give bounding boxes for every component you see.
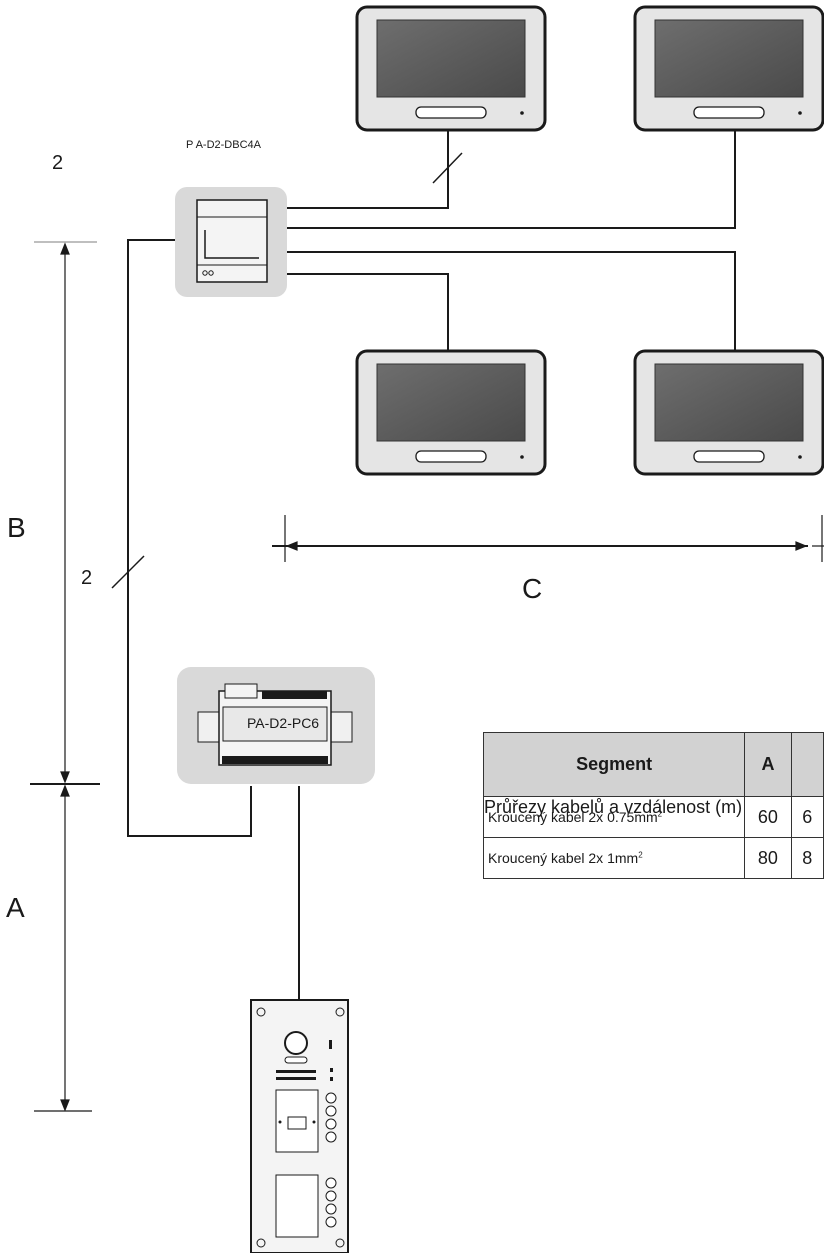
pc6-power-supply [177,667,375,784]
row-value-a: 80 [744,837,792,879]
dbc-distributor [175,187,287,297]
table-header-row: Segment A [482,732,824,797]
cable-table: Segment A Kroucený kabel 2x 0.75mm2 60 6… [482,732,824,879]
row-value-a: 60 [744,796,792,838]
wires [127,128,736,1000]
header-b [790,732,824,797]
outdoor-station [250,999,349,1253]
pc6-model-label: PA-D2-PC6 [247,715,320,731]
wire-count-mid: 2 [81,567,93,589]
dimension-a-label: A [6,892,25,923]
header-a: A [744,732,792,797]
row-value-b: 8 [790,837,824,879]
table-row: Kroucený kabel 2x 1mm2 80 8 [482,837,824,879]
wire-count-top: 2 [52,152,64,174]
table-row: Kroucený kabel 2x 0.75mm2 60 6 [482,796,824,838]
dimension-c-label: C [522,573,543,604]
row-value-b: 6 [790,796,824,838]
wire-slash-mid [111,555,145,589]
dbc-model-label: P A-D2-DBC4A [186,139,261,151]
dimension-lines [30,241,824,1112]
monitors [355,5,824,476]
wire-slash-top [432,152,463,184]
dimension-b-label: B [7,512,26,543]
row-segment: Kroucený kabel 2x 1mm2 [482,837,746,879]
row-segment: Kroucený kabel 2x 0.75mm2 [482,796,746,838]
header-segment: Segment [482,732,746,797]
